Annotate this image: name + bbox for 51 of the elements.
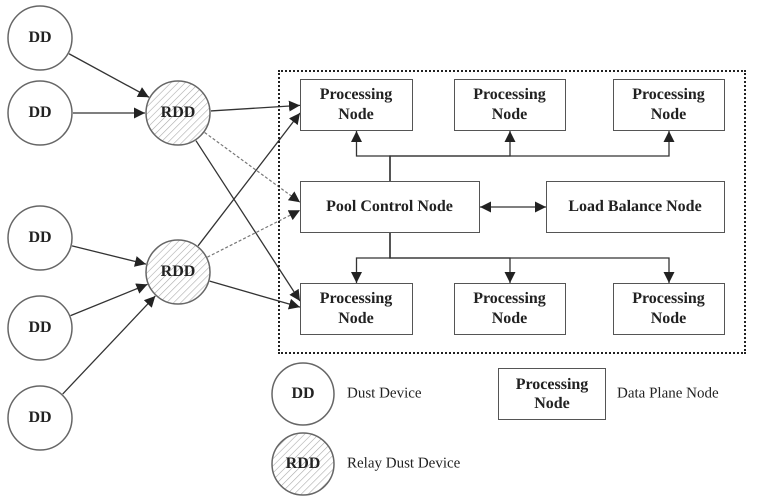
node-label: Processing Node — [514, 374, 590, 414]
arrow — [210, 280, 300, 310]
node-caption: Dust Device — [347, 386, 422, 402]
device-circle — [7, 5, 73, 71]
relay-device-circle — [145, 80, 211, 146]
node-label: Processing Node — [631, 85, 706, 124]
node-label: RDD — [160, 103, 196, 123]
arrow — [70, 283, 148, 316]
arrow — [73, 108, 145, 118]
arrow — [195, 140, 301, 302]
device-circle — [7, 295, 73, 361]
node-box — [546, 180, 724, 232]
dashed-group-frame — [278, 70, 746, 354]
node-label: Pool Control Node — [325, 196, 454, 216]
arrow — [389, 131, 674, 181]
node-box — [454, 78, 566, 130]
node-label: DD — [27, 28, 53, 48]
arrow — [480, 202, 546, 212]
dashed-arrow — [207, 210, 300, 258]
node-label: Processing Node — [318, 85, 394, 124]
node-label: RDD — [284, 454, 322, 474]
node-box — [300, 180, 480, 232]
arrow — [389, 233, 674, 283]
dashed-arrow — [204, 132, 300, 203]
node-box — [300, 78, 412, 130]
node-label: RDD — [160, 262, 196, 282]
node-label: DD — [27, 408, 53, 428]
node-caption: Relay Dust Device — [347, 456, 460, 472]
arrow — [68, 53, 150, 98]
arrow — [72, 245, 146, 267]
node-label: DD — [27, 318, 53, 338]
node-box — [454, 282, 566, 334]
arrow — [62, 296, 156, 394]
relay-device-circle — [145, 239, 211, 305]
arrow — [198, 112, 301, 246]
node-label: Load Balance Node — [567, 196, 703, 216]
device-circle — [7, 205, 73, 271]
node-label: Processing Node — [472, 85, 547, 124]
node-label: DD — [27, 103, 53, 123]
node-box — [300, 282, 412, 334]
node-label: DD — [27, 228, 53, 248]
device-circle — [7, 80, 73, 146]
node-label: DD — [290, 384, 316, 404]
device-circle — [7, 385, 73, 451]
node-label: Processing Node — [318, 289, 394, 328]
node-label: Processing Node — [631, 289, 706, 328]
node-box — [612, 78, 724, 130]
arrow — [210, 100, 300, 112]
node-label: Processing Node — [472, 289, 547, 328]
node-caption: Data Plane Node — [617, 386, 719, 402]
node-box — [612, 282, 724, 334]
